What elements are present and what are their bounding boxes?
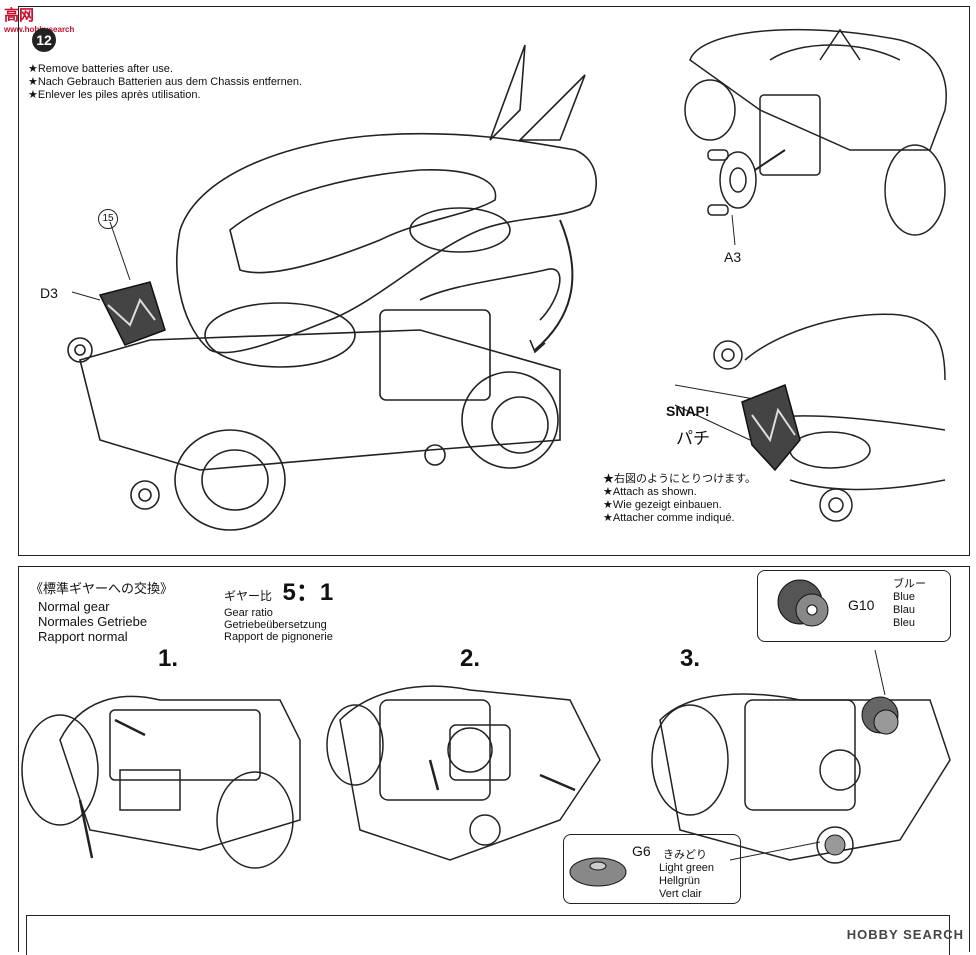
note-line: ★Wie gezeigt einbauen.	[603, 499, 722, 511]
note-line: ★右図のようにとりつけます。	[603, 473, 757, 485]
note-line: ★Nach Gebrauch Batterien aus dem Chassis…	[28, 76, 303, 88]
g10-code: G10	[848, 597, 875, 613]
footer-brand: HOBBY SEARCH	[847, 927, 964, 942]
step-1-label: 1.	[158, 645, 179, 672]
ratio-line: Getriebeübersetzung	[224, 619, 327, 631]
heading-line: Rapport normal	[38, 629, 128, 644]
g10-color-jp: ブルー	[893, 578, 926, 590]
normal-gear-heading: 《標準ギヤーへの交換》 Normal gear Normales Getrieb…	[30, 578, 173, 644]
part-15-number: 15	[102, 213, 114, 224]
gear-ratio-block: ギヤー比 5：1 Gear ratio Getriebeübersetzung …	[224, 572, 333, 643]
heading-line: Normales Getriebe	[38, 614, 148, 629]
gear-panel	[18, 566, 970, 952]
pachi-label: パチ	[676, 429, 710, 448]
watermark-text: 高网	[4, 7, 35, 24]
d3-label: D3	[40, 285, 58, 301]
heading-line: Normal gear	[38, 599, 110, 614]
g6-color: Light green	[659, 862, 715, 874]
g10-color: Blau	[893, 604, 916, 616]
part-15-callout: 15	[98, 209, 118, 229]
ratio-label-jp: ギヤー比	[224, 589, 273, 603]
a3-label: A3	[724, 249, 742, 265]
snap-label: SNAP!	[666, 403, 710, 419]
battery-notes: ★Remove batteries after use. ★Nach Gebra…	[28, 63, 302, 102]
top-panel	[18, 6, 970, 556]
g10-colors: ブルー Blue Blau Bleu	[893, 578, 926, 630]
g10-color: Blue	[893, 591, 916, 603]
heading-jp: 《標準ギヤーへの交換》	[30, 581, 174, 596]
note-line: ★Attach as shown.	[603, 486, 697, 498]
g6-color-jp: きみどり	[663, 849, 707, 861]
g6-color: Vert clair	[659, 888, 702, 900]
g6-code: G6	[632, 843, 651, 859]
step-number: 12	[36, 32, 52, 48]
next-step-panel	[26, 915, 950, 955]
g6-inset	[563, 834, 741, 904]
note-line: ★Enlever les piles après utilisation.	[28, 89, 201, 101]
step-badge: 12	[32, 28, 56, 52]
footer-brand-text: HOBBY SEARCH	[846, 927, 964, 942]
ratio-line: Rapport de pignonerie	[224, 631, 333, 643]
g10-inset	[757, 570, 951, 642]
note-line: ★Attacher comme indiqué.	[603, 512, 735, 524]
snap-text: SNAP!	[666, 403, 710, 419]
g6-color: Hellgrün	[659, 875, 700, 887]
ratio-line: Gear ratio	[224, 607, 273, 619]
g6-colors: Light green Hellgrün Vert clair	[659, 862, 714, 901]
step-3-label: 3.	[680, 645, 701, 672]
attach-notes: ★右図のようにとりつけます。 ★Attach as shown. ★Wie ge…	[603, 473, 756, 525]
note-line: ★Remove batteries after use.	[28, 63, 173, 75]
step-2-label: 2.	[460, 645, 481, 672]
ratio-value: 5：1	[282, 579, 334, 606]
g10-color: Bleu	[893, 617, 916, 629]
